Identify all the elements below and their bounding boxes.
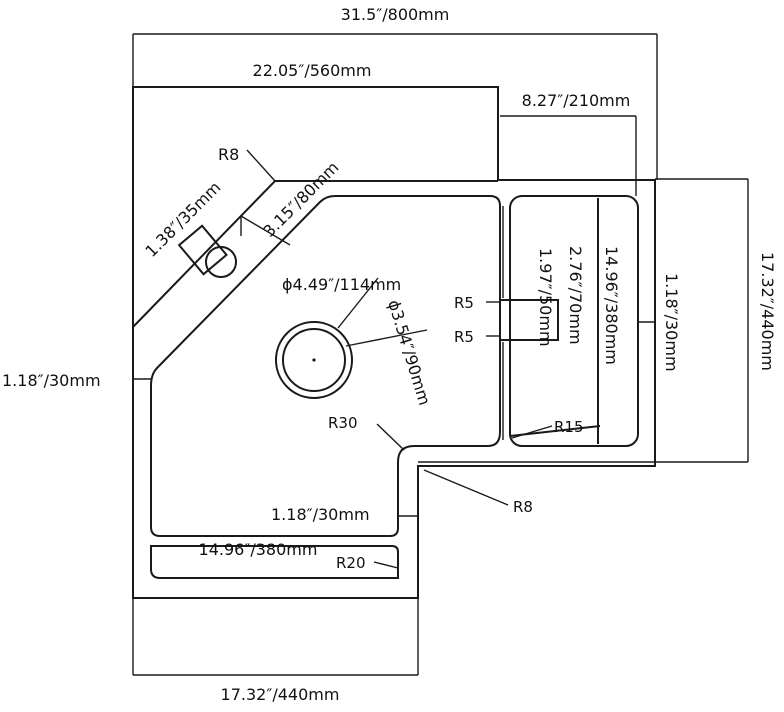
label-left-height: 1.18″/30mm	[2, 371, 101, 390]
faucet-deck-tick	[240, 215, 291, 246]
sink-outer-outline	[132, 86, 656, 599]
label-total-width: 31.5″/800mm	[341, 5, 450, 24]
drain-center	[312, 358, 316, 362]
label-r8-top: R8	[218, 145, 239, 164]
leader-drain-outer	[337, 277, 379, 329]
label-r15: R15	[554, 418, 584, 436]
label-lower-edge: 1.18″/30mm	[271, 505, 370, 524]
label-r8-bottom: R8	[513, 498, 533, 516]
leader-drain-inner	[345, 329, 428, 347]
label-drain-diameter: ϕ4.49″/114mm	[282, 275, 401, 294]
label-bottom-width: 17.32″/440mm	[221, 685, 340, 704]
label-channel-length: 14.96″/380mm	[602, 246, 621, 365]
channel-notch	[500, 299, 559, 341]
label-r20: R20	[336, 554, 366, 572]
leader-r8-bottom	[423, 469, 509, 506]
bowl-outline	[150, 195, 501, 537]
label-channel-inner: 1.97″/50mm	[536, 248, 555, 347]
faucet-hole-circle	[205, 246, 237, 278]
leader-r30	[376, 423, 405, 451]
lower-channel	[150, 545, 399, 579]
drain-outer	[275, 321, 353, 399]
label-faucet-deck: 3.15″/80mm	[259, 158, 342, 241]
drain-inner	[282, 328, 346, 392]
faucet-hole	[177, 224, 228, 276]
leader-r8-top	[246, 149, 276, 182]
label-drainer-width: 8.27″/210mm	[522, 91, 631, 110]
label-lower-channel-length: 14.96″/380mm	[199, 540, 318, 559]
leader-r20	[373, 561, 399, 569]
label-right-edge: 1.18″/30mm	[662, 273, 681, 372]
label-drain-inner: ϕ3.54″/90mm	[384, 298, 434, 408]
leader-r15	[511, 425, 553, 439]
label-r30: R30	[328, 414, 358, 432]
label-r5-bottom: R5	[454, 328, 474, 346]
label-total-height: 17.32″/440mm	[758, 252, 777, 371]
label-r5-top: R5	[454, 294, 474, 312]
label-channel-width: 2.76″/70mm	[566, 246, 585, 345]
drainer-outer	[509, 195, 639, 447]
label-upper-width: 22.05″/560mm	[253, 61, 372, 80]
